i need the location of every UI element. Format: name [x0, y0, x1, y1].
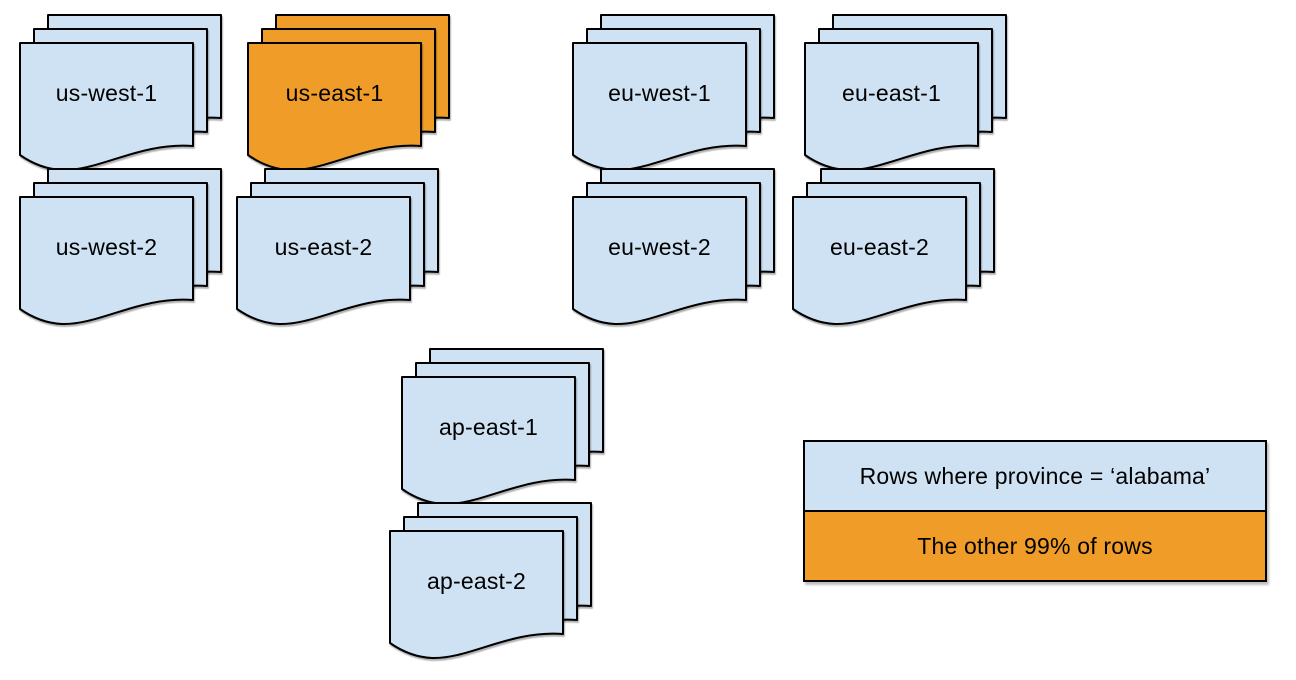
- legend-item-other-rows: The other 99% of rows: [805, 512, 1265, 580]
- document-page-front: [792, 196, 967, 326]
- multi-document-icon: [792, 168, 995, 326]
- multi-document-icon: [572, 14, 775, 172]
- document-page-front: [401, 376, 576, 506]
- legend: Rows where province = ‘alabama’ The othe…: [803, 440, 1267, 582]
- multi-document-icon: [401, 348, 604, 506]
- multi-document-icon: [804, 14, 1007, 172]
- region-stack-us-west-1: us-west-1: [18, 13, 223, 175]
- region-stack-eu-east-2: eu-east-2: [791, 167, 996, 329]
- document-page-front: [19, 196, 194, 326]
- multi-document-icon: [19, 168, 222, 326]
- multi-document-icon: [247, 14, 450, 172]
- document-page-front: [389, 530, 564, 660]
- region-stack-ap-east-1: ap-east-1: [400, 347, 605, 509]
- region-stack-us-east-2: us-east-2: [235, 167, 440, 329]
- document-page-front: [572, 42, 747, 172]
- region-stack-eu-west-2: eu-west-2: [571, 167, 776, 329]
- multi-document-icon: [236, 168, 439, 326]
- document-page-front: [19, 42, 194, 172]
- region-stack-eu-west-1: eu-west-1: [571, 13, 776, 175]
- multi-document-icon: [389, 502, 592, 660]
- multi-document-icon: [572, 168, 775, 326]
- multi-document-icon: [19, 14, 222, 172]
- region-stack-ap-east-2: ap-east-2: [388, 501, 593, 663]
- document-page-front: [572, 196, 747, 326]
- document-page-front: [247, 42, 422, 172]
- document-page-front: [804, 42, 979, 172]
- legend-item-label: Rows where province = ‘alabama’: [859, 462, 1211, 489]
- legend-item-label: The other 99% of rows: [917, 532, 1153, 559]
- region-stack-us-east-1: us-east-1: [246, 13, 451, 175]
- legend-item-alabama-rows: Rows where province = ‘alabama’: [805, 442, 1265, 512]
- region-stack-us-west-2: us-west-2: [18, 167, 223, 329]
- region-stack-eu-east-1: eu-east-1: [803, 13, 1008, 175]
- document-page-front: [236, 196, 411, 326]
